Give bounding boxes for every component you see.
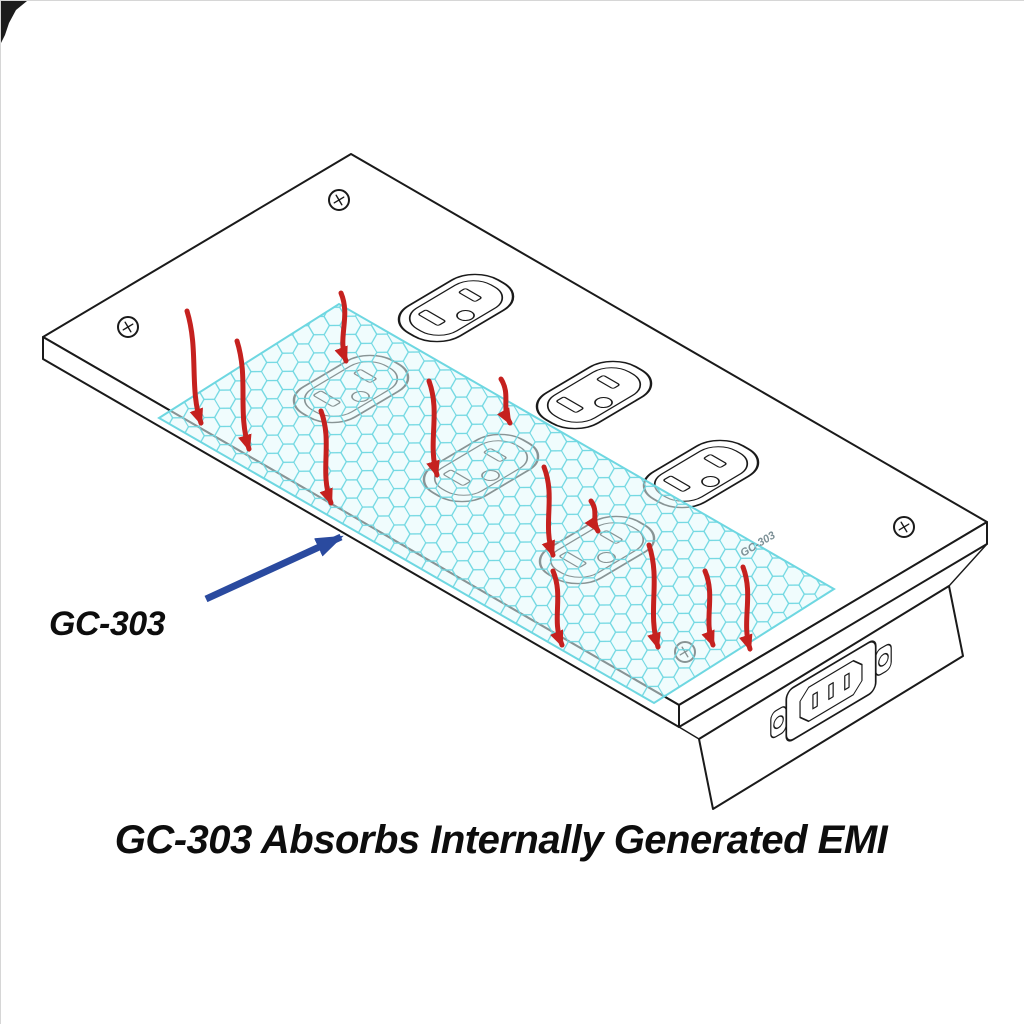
emi-arrow <box>318 408 334 506</box>
callout-arrow <box>204 533 344 603</box>
emi-arrow <box>646 542 661 650</box>
callout-label: GC-303 <box>49 605 166 643</box>
inlet-screw-icon <box>878 652 889 667</box>
iec-power-inlet <box>770 640 892 742</box>
screw-icon <box>328 189 350 211</box>
mesh-sheet-edge <box>157 302 836 705</box>
emi-arrow <box>234 338 252 452</box>
screw-icon <box>893 516 915 538</box>
corner-artifact <box>1 1 27 43</box>
screw-icon <box>117 316 139 338</box>
emi-arrow <box>701 568 716 648</box>
emi-arrow <box>550 568 565 648</box>
emi-arrow <box>426 378 440 478</box>
emi-arrow <box>497 376 513 426</box>
emi-arrow <box>541 464 556 558</box>
caption: GC-303 Absorbs Internally Generated EMI <box>115 818 889 862</box>
emi-arrow <box>739 564 753 652</box>
strip-body-connectors <box>678 543 988 740</box>
emi-arrow <box>184 308 204 426</box>
emi-arrow <box>334 290 349 364</box>
emi-arrows <box>184 290 753 652</box>
inlet-screw-icon <box>773 715 784 730</box>
emi-arrow <box>584 498 601 534</box>
emi-mesh-sheet: GC-303 <box>157 302 836 705</box>
